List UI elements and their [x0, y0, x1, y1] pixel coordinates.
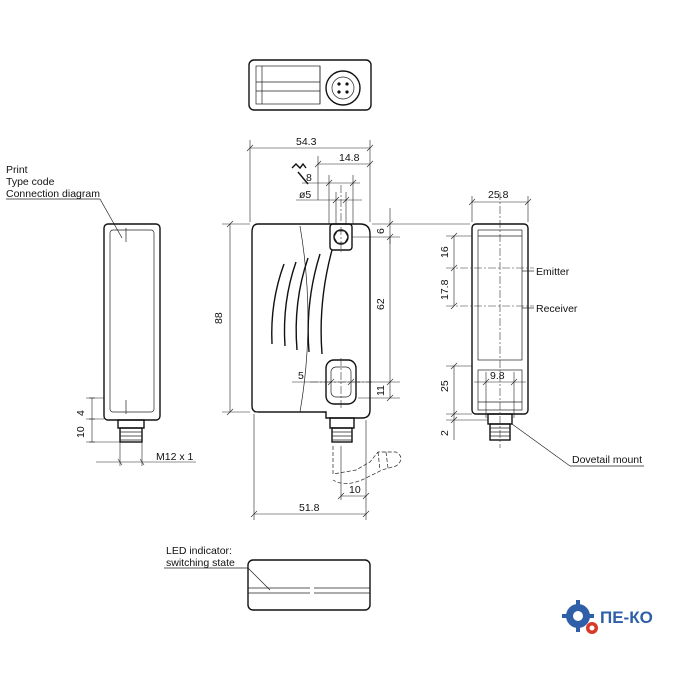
dim-hole-dia: ø5 — [299, 189, 311, 201]
switching-state-label: switching state — [166, 557, 235, 569]
emitter-label: Emitter — [536, 266, 570, 278]
dim-6: 6 — [375, 228, 387, 234]
thread-label: M12 x 1 — [156, 451, 194, 463]
connector-face-icon — [325, 70, 361, 106]
connection-diagram-label: Connection diagram — [6, 188, 100, 200]
led-view — [164, 559, 371, 611]
top-view — [248, 59, 372, 111]
wrench-icon — [291, 162, 309, 185]
dim-54-3: 54.3 — [296, 136, 317, 148]
dim-wrench-8: 8 — [306, 172, 312, 184]
dim-left-4: 4 — [75, 410, 87, 416]
dim-16: 16 — [439, 246, 451, 258]
dim-25: 25 — [439, 380, 451, 392]
print-label: Print — [6, 164, 28, 176]
dim-11: 11 — [375, 385, 387, 396]
dim-62: 62 — [375, 298, 387, 310]
dim-51-8: 51.8 — [299, 502, 320, 514]
company-logo: ПЕ-КО — [562, 600, 653, 634]
left-side-view — [6, 198, 196, 466]
dim-9-8: 9.8 — [490, 370, 505, 382]
dim-14-8: 14.8 — [339, 152, 360, 164]
dim-17-8: 17.8 — [439, 279, 451, 300]
logo-text: ПЕ-КО — [600, 608, 653, 627]
dim-left-10: 10 — [75, 426, 87, 438]
dim-10-cable: 10 — [349, 484, 361, 496]
dim-5: 5 — [298, 370, 304, 382]
front-view — [222, 140, 470, 520]
type-code-label: Type code — [6, 176, 55, 188]
dim-25-8: 25.8 — [488, 189, 509, 201]
dim-2: 2 — [439, 430, 451, 436]
receiver-label: Receiver — [536, 303, 578, 315]
right-side-view — [446, 192, 644, 467]
dovetail-mount-label: Dovetail mount — [572, 454, 642, 466]
dim-88: 88 — [213, 312, 225, 324]
led-indicator-label: LED indicator: — [166, 545, 232, 557]
